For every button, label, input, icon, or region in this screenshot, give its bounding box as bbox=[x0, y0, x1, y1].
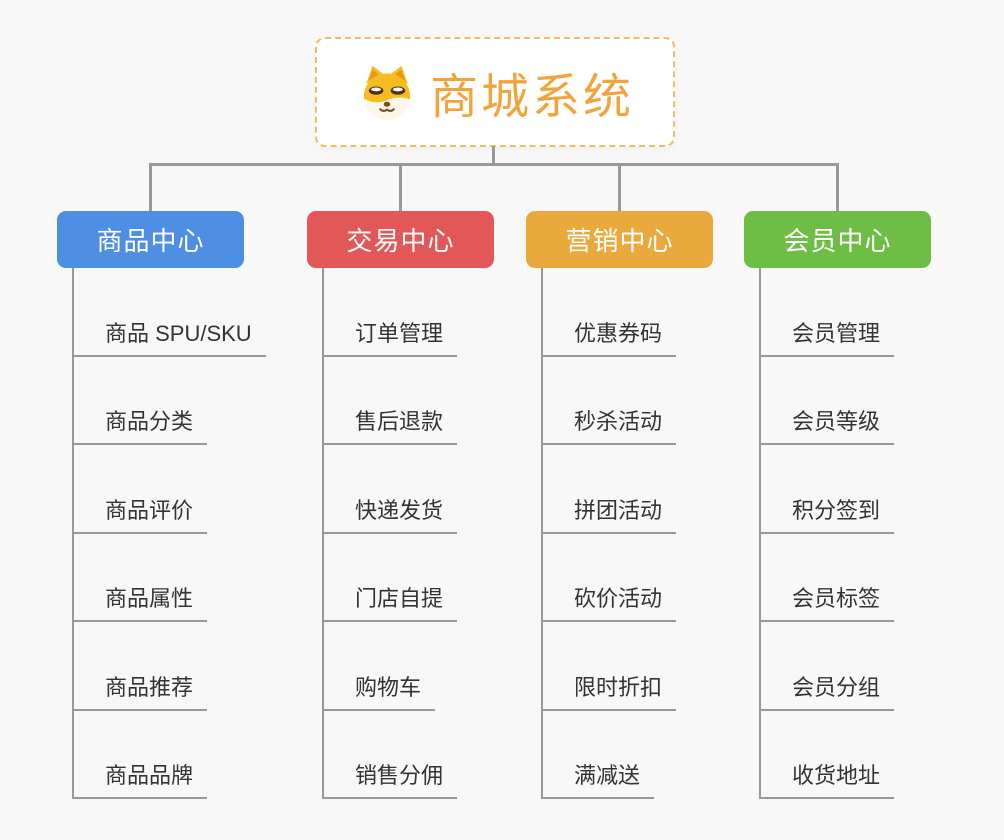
leaf-node[interactable]: 商品属性 bbox=[72, 581, 208, 622]
leaf-row: 会员分组 bbox=[759, 622, 931, 711]
branch-leaves-1: 订单管理售后退款快递发货门店自提购物车销售分佣 bbox=[322, 268, 494, 799]
leaf-row: 砍价活动 bbox=[541, 534, 713, 622]
leaf-node[interactable]: 商品 SPU/SKU bbox=[72, 316, 266, 357]
leaf-node[interactable]: 会员管理 bbox=[759, 316, 895, 357]
leaf-node[interactable]: 快递发货 bbox=[322, 493, 458, 534]
leaf-row: 售后退款 bbox=[322, 357, 494, 445]
leaf-row: 收货地址 bbox=[759, 711, 931, 799]
branch-header-0[interactable]: 商品中心 bbox=[57, 211, 244, 268]
leaf-row: 拼团活动 bbox=[541, 445, 713, 534]
branch-1: 交易中心订单管理售后退款快递发货门店自提购物车销售分佣 bbox=[307, 211, 494, 799]
root-title: 商城系统 bbox=[429, 71, 634, 124]
branch-header-2[interactable]: 营销中心 bbox=[526, 211, 713, 268]
leaf-node[interactable]: 会员分组 bbox=[759, 670, 895, 711]
leaf-node[interactable]: 会员等级 bbox=[759, 404, 895, 445]
leaf-node[interactable]: 秒杀活动 bbox=[541, 404, 677, 445]
leaf-node[interactable]: 购物车 bbox=[322, 670, 436, 711]
leaf-row: 订单管理 bbox=[322, 268, 494, 357]
branch-2: 营销中心优惠券码秒杀活动拼团活动砍价活动限时折扣满减送 bbox=[526, 211, 713, 799]
leaf-row: 商品品牌 bbox=[72, 711, 244, 799]
leaf-node[interactable]: 商品推荐 bbox=[72, 670, 208, 711]
leaf-row: 会员等级 bbox=[759, 357, 931, 445]
root-node[interactable]: 商城系统 bbox=[315, 37, 675, 147]
branch-0: 商品中心商品 SPU/SKU 商品分类商品评价商品属性商品推荐商品品牌 bbox=[57, 211, 266, 799]
leaf-row: 门店自提 bbox=[322, 534, 494, 622]
connector-branch-stub-3 bbox=[836, 163, 839, 211]
leaf-node[interactable]: 满减送 bbox=[541, 758, 655, 799]
leaf-node[interactable]: 商品分类 bbox=[72, 404, 208, 445]
leaf-node[interactable]: 拼团活动 bbox=[541, 493, 677, 534]
leaf-node[interactable]: 限时折扣 bbox=[541, 670, 677, 711]
leaf-row: 积分签到 bbox=[759, 445, 931, 534]
connector-root-stem bbox=[492, 146, 495, 166]
leaf-node[interactable]: 订单管理 bbox=[322, 316, 458, 357]
connector-branch-stub-1 bbox=[399, 163, 402, 211]
leaf-row: 商品评价 bbox=[72, 445, 244, 534]
leaf-node[interactable]: 商品品牌 bbox=[72, 758, 208, 799]
leaf-row: 销售分佣 bbox=[322, 711, 494, 799]
branch-leaves-3: 会员管理会员等级积分签到会员标签会员分组收货地址 bbox=[759, 268, 931, 799]
leaf-row: 满减送 bbox=[541, 711, 713, 799]
leaf-node[interactable]: 积分签到 bbox=[759, 493, 895, 534]
leaf-row: 商品推荐 bbox=[72, 622, 244, 711]
leaf-row: 会员管理 bbox=[759, 268, 931, 357]
leaf-row: 商品 SPU/SKU bbox=[72, 268, 266, 357]
leaf-row: 秒杀活动 bbox=[541, 357, 713, 445]
branch-3: 会员中心会员管理会员等级积分签到会员标签会员分组收货地址 bbox=[744, 211, 931, 799]
leaf-node[interactable]: 商品评价 bbox=[72, 493, 208, 534]
leaf-node[interactable]: 收货地址 bbox=[759, 758, 895, 799]
branch-leaves-0: 商品 SPU/SKU 商品分类商品评价商品属性商品推荐商品品牌 bbox=[72, 268, 266, 799]
leaf-row: 商品分类 bbox=[72, 357, 244, 445]
connector-horizontal-rail bbox=[149, 163, 839, 166]
branch-leaves-2: 优惠券码秒杀活动拼团活动砍价活动限时折扣满减送 bbox=[541, 268, 713, 799]
leaf-row: 商品属性 bbox=[72, 534, 244, 622]
leaf-row: 会员标签 bbox=[759, 534, 931, 622]
leaf-row: 快递发货 bbox=[322, 445, 494, 534]
connector-branch-stub-0 bbox=[149, 163, 152, 211]
leaf-node[interactable]: 会员标签 bbox=[759, 581, 895, 622]
leaf-row: 购物车 bbox=[322, 622, 494, 711]
leaf-node[interactable]: 砍价活动 bbox=[541, 581, 677, 622]
leaf-row: 限时折扣 bbox=[541, 622, 713, 711]
leaf-node[interactable]: 优惠券码 bbox=[541, 316, 677, 357]
leaf-node[interactable]: 门店自提 bbox=[322, 581, 458, 622]
leaf-node[interactable]: 销售分佣 bbox=[322, 758, 458, 799]
leaf-row: 优惠券码 bbox=[541, 268, 713, 357]
connector-branch-stub-2 bbox=[618, 163, 621, 211]
leaf-node[interactable]: 售后退款 bbox=[322, 404, 458, 445]
branch-header-3[interactable]: 会员中心 bbox=[744, 211, 931, 268]
branch-header-1[interactable]: 交易中心 bbox=[307, 211, 494, 268]
doge-icon bbox=[363, 65, 411, 120]
